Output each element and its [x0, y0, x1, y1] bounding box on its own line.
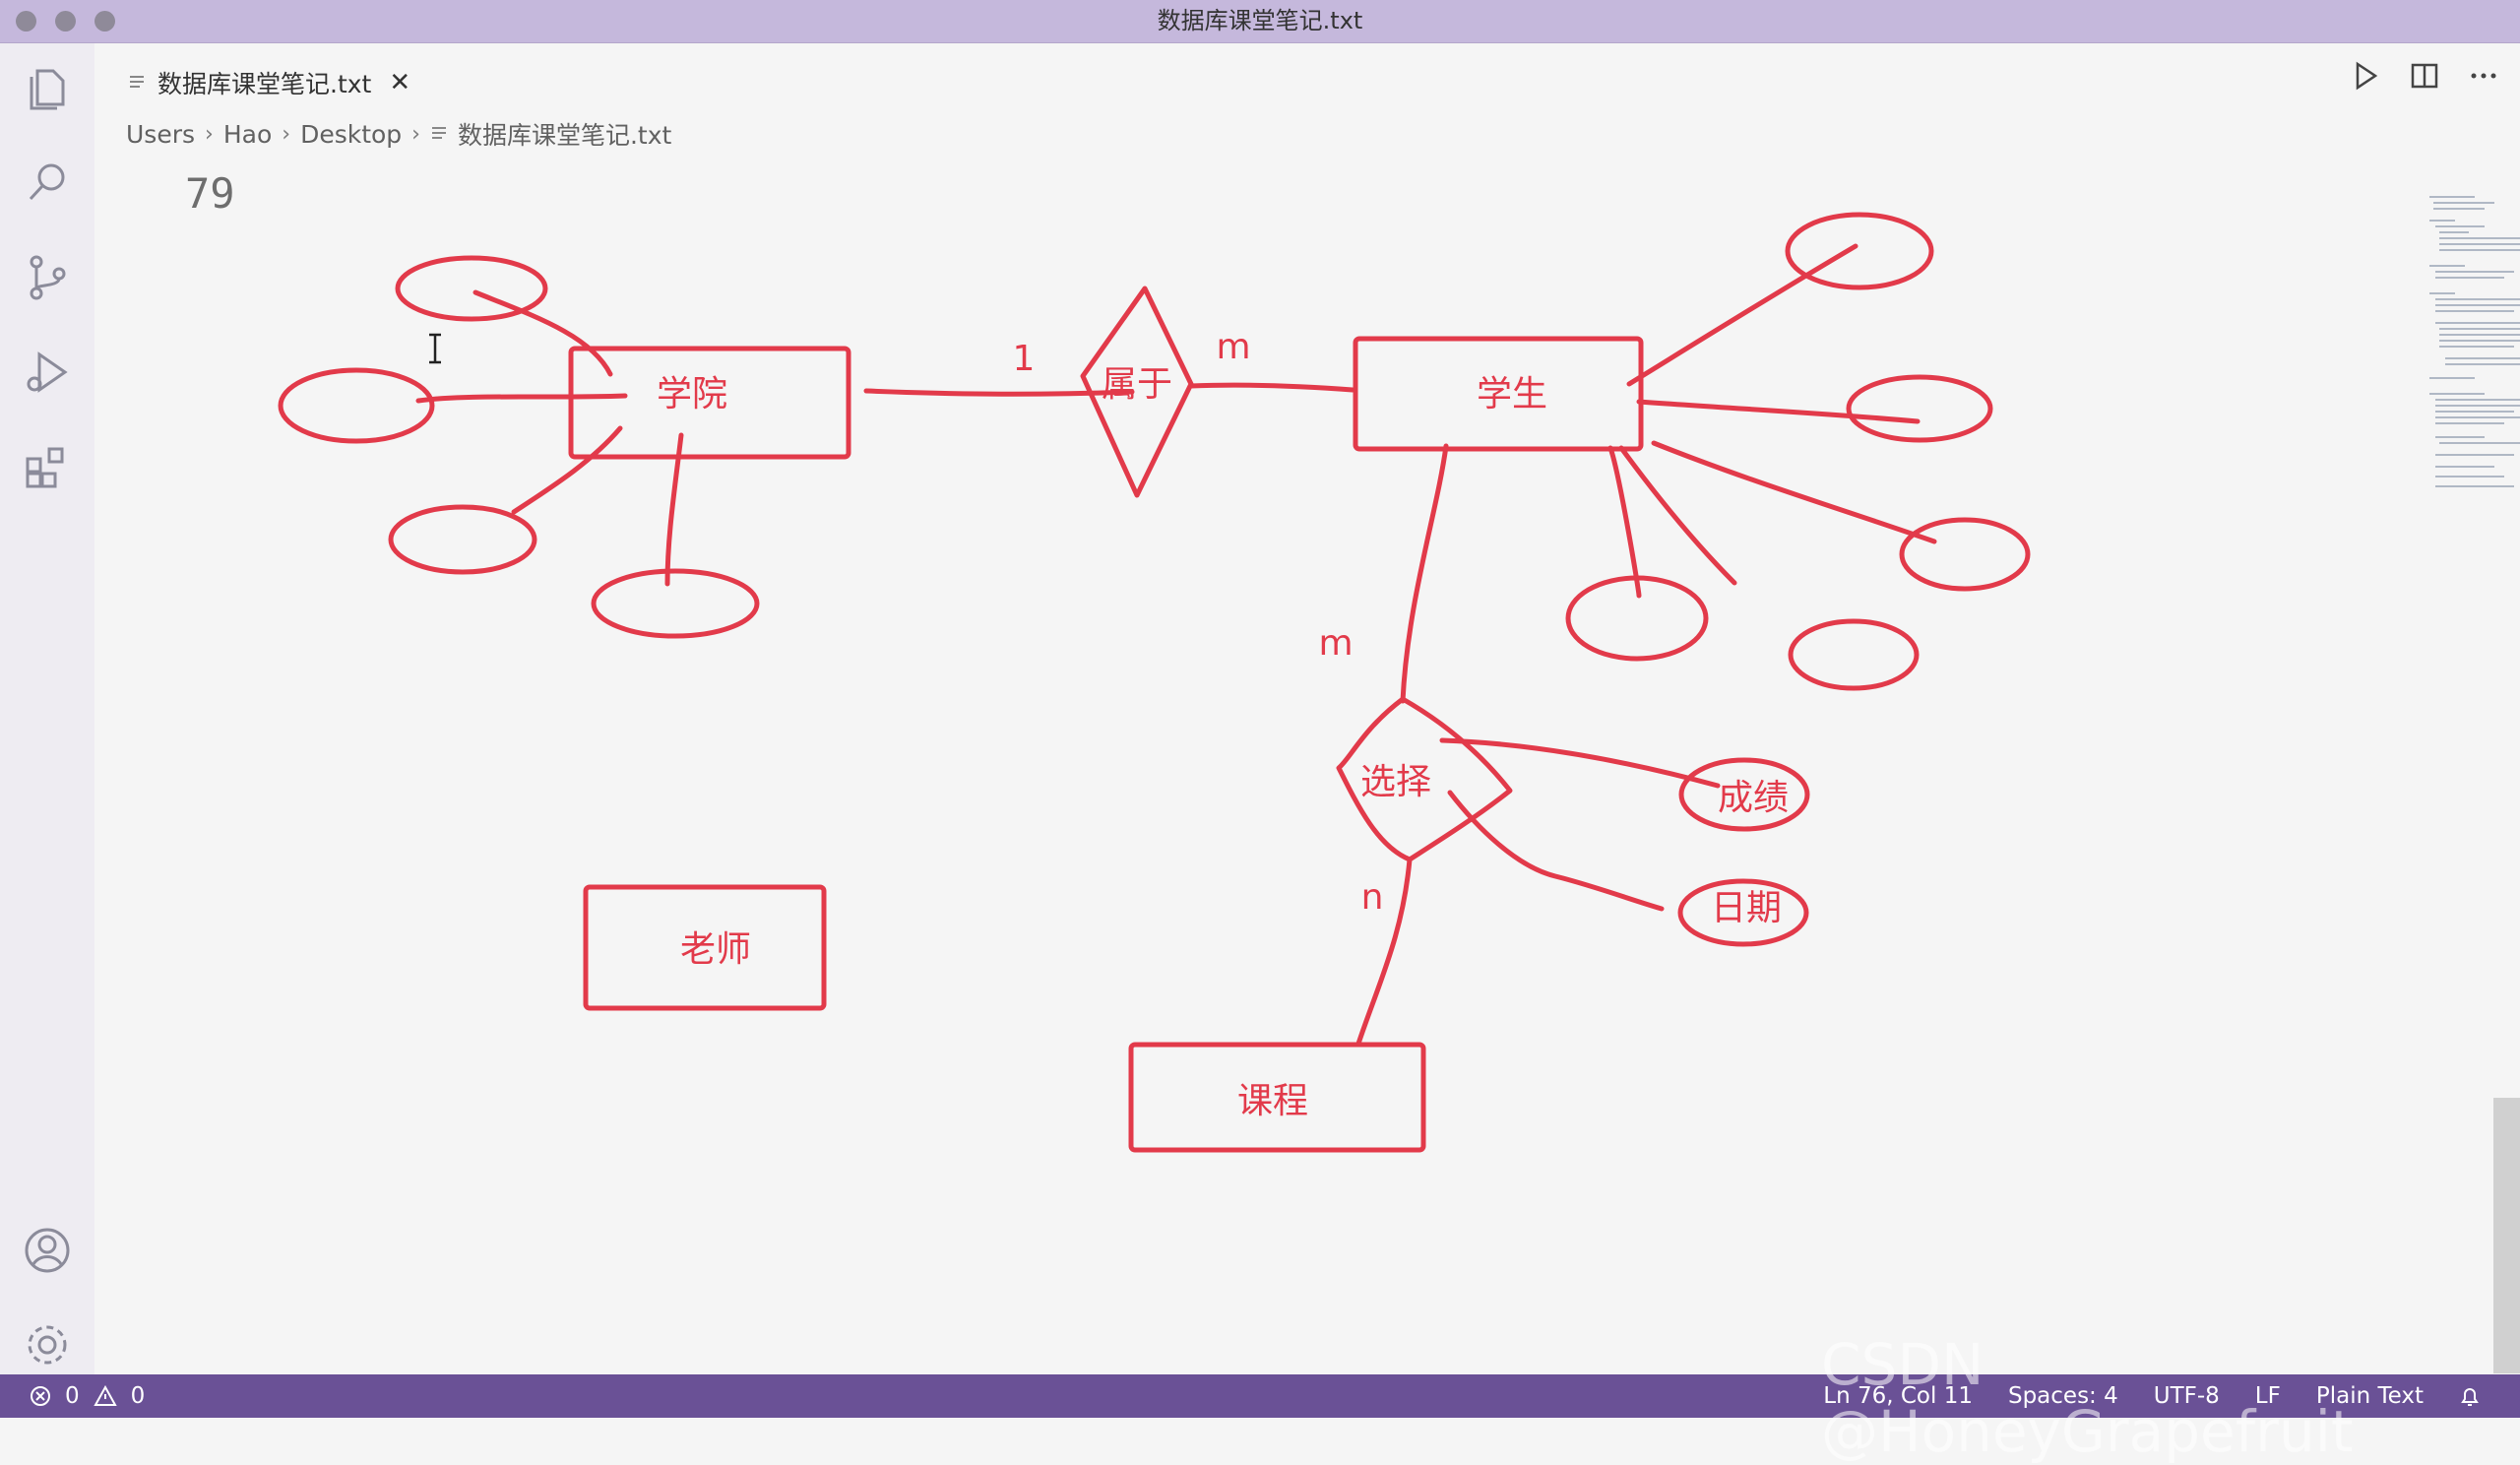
file-lines-icon [431, 127, 446, 139]
warning-count: 0 [130, 1383, 146, 1409]
language-mode[interactable]: Plain Text [2315, 1383, 2424, 1409]
split-editor-icon[interactable] [2408, 59, 2441, 93]
breadcrumb-users[interactable]: Users [126, 119, 196, 149]
notifications-bell-icon[interactable] [2459, 1384, 2481, 1408]
settings-gear-icon[interactable] [22, 1319, 73, 1370]
run-debug-icon[interactable] [22, 347, 73, 398]
vertical-scrollbar[interactable] [2493, 1098, 2520, 1373]
editor-actions [2349, 59, 2500, 93]
indentation[interactable]: Spaces: 4 [2007, 1383, 2118, 1409]
breadcrumb-separator: › [205, 121, 214, 147]
account-icon[interactable] [22, 1225, 73, 1276]
breadcrumb-separator: › [411, 121, 420, 147]
file-encoding[interactable]: UTF-8 [2153, 1383, 2220, 1409]
more-actions-icon[interactable] [2467, 59, 2500, 93]
breadcrumb-separator: › [282, 121, 291, 147]
line-number: 79 [185, 169, 235, 218]
status-problems[interactable]: 0 0 [30, 1383, 145, 1409]
close-window-button[interactable] [16, 11, 36, 32]
tab-bar: 数据库课堂笔记.txt ✕ [94, 43, 2520, 110]
title-bar: 数据库课堂笔记.txt [0, 0, 2520, 43]
tab-notes-file[interactable]: 数据库课堂笔记.txt ✕ [114, 55, 428, 110]
status-bar: 0 0 Ln 76, Col 11 Spaces: 4 UTF-8 LF Pla… [0, 1374, 2520, 1418]
close-tab-icon[interactable]: ✕ [389, 68, 411, 97]
cursor-position[interactable]: Ln 76, Col 11 [1823, 1383, 1973, 1409]
search-icon[interactable] [22, 158, 73, 209]
breadcrumb-desktop[interactable]: Desktop [300, 119, 403, 149]
status-right-group: Ln 76, Col 11 Spaces: 4 UTF-8 LF Plain T… [1823, 1383, 2481, 1409]
source-control-icon[interactable] [22, 252, 73, 303]
explorer-icon[interactable] [22, 63, 73, 114]
warning-icon [93, 1385, 117, 1406]
activity-bar [0, 43, 94, 1374]
minimize-window-button[interactable] [55, 11, 76, 32]
watermark: CSDN @HoneyGrapefruit [1821, 1331, 2354, 1465]
window-title: 数据库课堂笔记.txt [1157, 7, 1363, 34]
minimap[interactable] [2426, 191, 2520, 506]
tab-label: 数据库课堂笔记.txt [158, 70, 372, 98]
editor-area: 数据库课堂笔记.txt ✕ Users › Hao › Desktop › 数据… [94, 43, 2520, 1374]
breadcrumb: Users › Hao › Desktop › 数据库课堂笔记.txt [126, 114, 671, 154]
breadcrumb-file[interactable]: 数据库课堂笔记.txt [457, 121, 672, 150]
extensions-icon[interactable] [22, 441, 73, 492]
error-count: 0 [65, 1383, 80, 1409]
end-of-line[interactable]: LF [2254, 1383, 2281, 1409]
error-icon [31, 1386, 50, 1406]
run-file-icon[interactable] [2349, 59, 2382, 93]
file-lines-icon [130, 76, 144, 88]
breadcrumb-hao[interactable]: Hao [222, 119, 273, 149]
zoom-window-button[interactable] [94, 11, 115, 32]
